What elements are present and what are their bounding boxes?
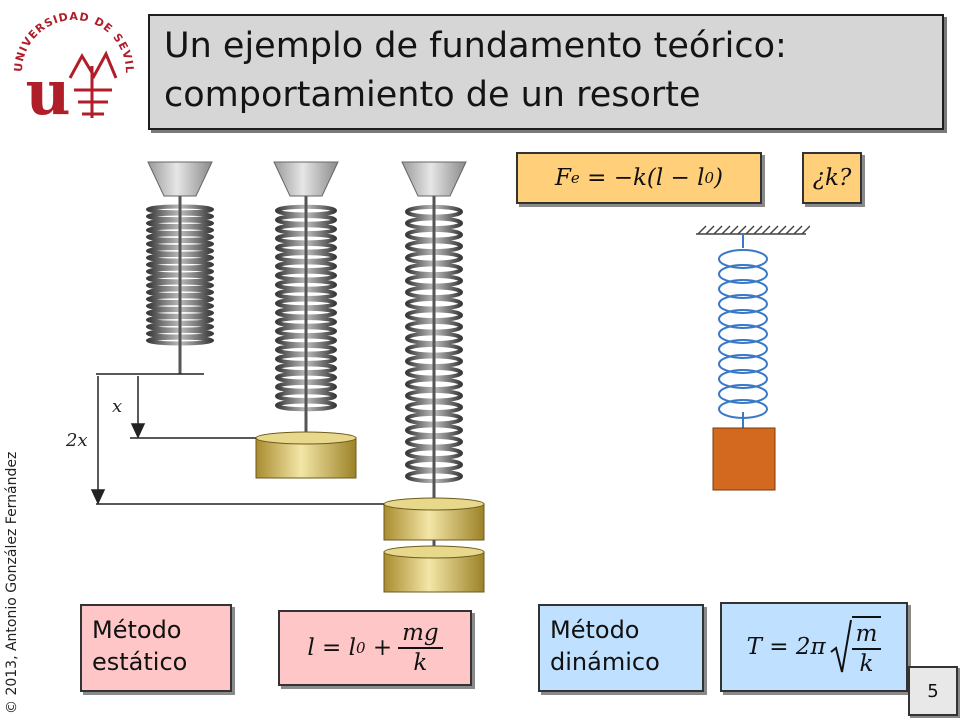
hooke-rhs-sub: 0	[704, 169, 715, 187]
weight-1	[255, 431, 357, 479]
spring-one-weight	[255, 161, 357, 479]
static-fraction-num: mg	[398, 619, 443, 649]
hatch-line	[713, 225, 723, 235]
logo-monogram: u	[25, 56, 70, 129]
title-line-1: Un ejemplo de fundamento teórico:	[164, 26, 787, 66]
blue-spring-loop	[718, 264, 768, 284]
weight-3	[383, 545, 485, 593]
dynamic-method-label: Método dinámico	[538, 604, 704, 692]
hatch-line	[697, 225, 707, 235]
hooke-rhs-end: )	[714, 165, 724, 191]
static-fraction-den: k	[413, 650, 428, 676]
blue-spring-loop	[718, 384, 768, 404]
static-label-line-1: Método	[92, 616, 182, 644]
dynamic-fraction-num: m	[851, 620, 882, 650]
spring-unloaded	[146, 161, 214, 374]
hatch-line	[721, 225, 731, 235]
ceiling-hatch-icon	[696, 225, 810, 235]
dynamic-formula-lhs: T = 2π	[746, 634, 826, 660]
blue-spring-loop	[718, 294, 768, 314]
hatch-line	[769, 225, 779, 235]
oscillating-block	[712, 427, 776, 491]
unknown-k-text: ¿k?	[812, 165, 852, 191]
hatch-line	[753, 225, 763, 235]
arrow-2x-head	[90, 489, 106, 505]
blue-spring-loop	[718, 339, 768, 359]
weight-2	[383, 497, 485, 541]
title-line-2: comportamiento de un resorte	[164, 75, 701, 115]
static-method-diagram: x 2x	[65, 161, 485, 593]
hatch-line	[801, 225, 810, 235]
dynamic-fraction: m k	[851, 616, 882, 678]
hatch-line	[777, 225, 787, 235]
dynamic-method-diagram	[696, 225, 810, 491]
static-formula-plus: +	[372, 635, 393, 661]
blue-spring-loop	[718, 309, 768, 329]
mount-cone-3	[401, 161, 467, 197]
static-formula-sub: 0	[355, 639, 366, 657]
hatch-line	[737, 225, 747, 235]
dynamic-label-line-1: Método	[550, 616, 640, 644]
hooke-lhs: F	[554, 165, 571, 191]
blue-spring-loop	[718, 369, 768, 389]
hatch-line	[793, 225, 803, 235]
spring-two-weights	[383, 161, 485, 593]
mount-cone-1	[147, 161, 213, 197]
sqrt-sign-icon	[829, 619, 852, 673]
label-2x: 2x	[65, 430, 88, 451]
hatch-line	[705, 225, 715, 235]
static-label-line-2: estático	[92, 648, 188, 676]
copyright-note: © 2013, Antonio González Fernández	[4, 451, 20, 714]
hatch-line	[729, 225, 739, 235]
unknown-k-box: ¿k?	[802, 152, 862, 204]
dynamic-label-line-2: dinámico	[550, 648, 660, 676]
logo-emblem-icon	[68, 50, 118, 118]
blue-spring-loop	[718, 354, 768, 374]
displacement-markers	[90, 373, 384, 505]
hatch-line	[785, 225, 795, 235]
page-number: 5	[908, 666, 958, 716]
arrow-x-head	[130, 423, 146, 439]
hooke-rhs: = −k(l − l	[587, 165, 705, 191]
blue-spring-loop	[718, 324, 768, 344]
university-logo: UNIVERSIDAD DE SEVILLA u	[8, 6, 135, 129]
blue-spring	[718, 234, 768, 428]
blue-spring-loop	[718, 249, 768, 269]
label-x: x	[112, 396, 122, 417]
hatch-line	[761, 225, 771, 235]
hooke-lhs-sub: e	[570, 169, 580, 187]
dynamic-formula: T = 2π m k	[720, 602, 908, 692]
mount-cone-2	[273, 161, 339, 197]
static-formula-lhs: l = l	[307, 635, 356, 661]
slide-title: Un ejemplo de fundamento teórico: compor…	[148, 14, 944, 130]
hatch-line	[745, 225, 755, 235]
static-fraction: mg k	[398, 619, 443, 677]
blue-spring-loop	[718, 279, 768, 299]
dynamic-fraction-den: k	[859, 651, 874, 677]
static-method-label: Método estático	[80, 604, 232, 692]
